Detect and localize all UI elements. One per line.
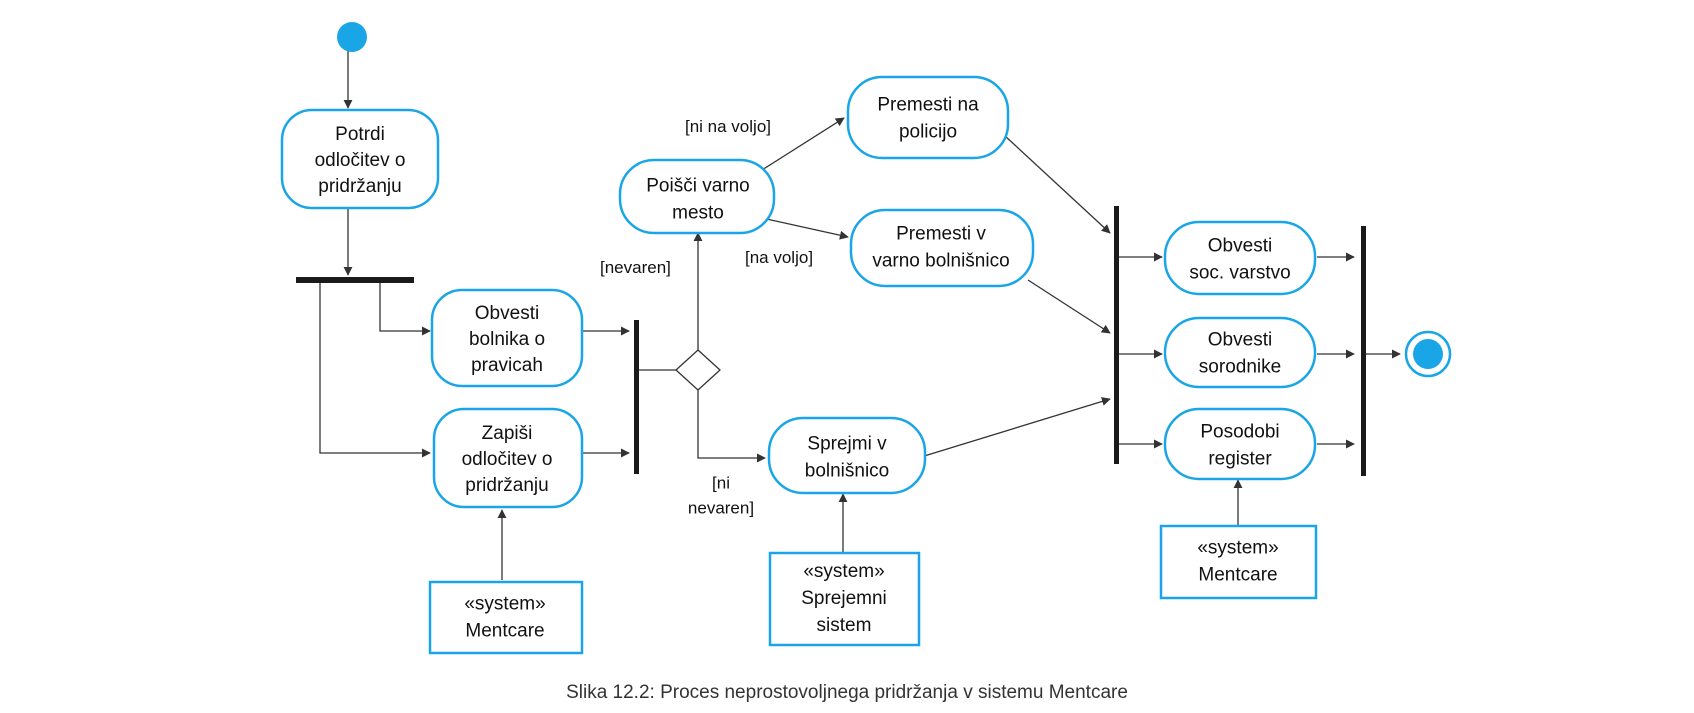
activity-poisci: Poišči varno mesto [618,158,776,235]
label-line: bolnika o [469,329,545,350]
activity-zapisi: Zapiši odločitev o pridržanju [432,407,584,509]
label-line: Mentcare [465,621,544,642]
label-line: Zapiši [482,423,533,444]
label-line: «system» [464,594,545,615]
edge-premesti-bolnisnico-to-join [1027,279,1111,334]
final-node [1404,330,1452,378]
label-line: «system» [1197,538,1278,559]
edge-poisci-to-premesti-policijo [761,117,845,171]
activity-sprejmi: Sprejmi v bolnišnico [767,416,927,495]
activity-posodobi: Posodobi register [1163,407,1317,481]
label-line: Sprejemni [801,588,887,609]
system-sprejemni: «system» Sprejemni sistem [768,551,921,647]
label-line: pravicah [471,355,543,376]
activity-obvesti-bolnika: Obvesti bolnika o pravicah [430,288,584,388]
edge-poisci-to-premesti-bolnisnico [761,217,849,240]
label-line: Potrdi [335,124,385,145]
join-fork-bar-2 [1114,206,1119,464]
label-line: soc. varstvo [1189,263,1290,284]
initial-node [337,22,367,52]
system-mentcare-1: «system» Mentcare [428,580,584,655]
edge-premesti-policijo-to-join [1003,134,1111,234]
activity-obvesti-soc: Obvesti soc. varstvo [1163,220,1317,296]
guard-nevaren: [nevaren] [600,258,671,277]
join-bar-3 [1361,226,1366,476]
label-line: «system» [803,561,884,582]
label-line: odločitev o [315,150,406,171]
join-bar-1 [634,320,639,474]
decision-node [675,349,721,391]
guard-ni-na-voljo: [ni na voljo] [685,117,771,136]
activity-potrdi: Potrdi odločitev o pridržanju [280,108,440,210]
label-line: [ni [712,474,730,493]
label-line: varno bolnišnico [872,251,1009,272]
label-line: pridržanju [465,475,548,496]
label-line: odločitev o [462,449,553,470]
activity-obvesti-sorodnike: Obvesti sorodnike [1163,316,1317,389]
label-line: Posodobi [1200,422,1279,443]
label-line: sistem [817,615,872,636]
label-line: Poišči varno [646,176,750,197]
label-line: Obvesti [475,303,539,324]
label-line: Sprejmi v [807,434,887,455]
label-line: Mentcare [1198,565,1277,586]
label-line: Premesti v [896,224,986,245]
fork-bar-1 [296,277,414,283]
guard-ni-nevaren: [ni nevaren] [688,474,754,518]
activity-premesti-bolnisnico: Premesti v varno bolnišnico [849,208,1035,288]
edge-fork-to-zapisi [319,279,431,458]
edges [319,50,1401,580]
edge-sprejmi-to-join [920,397,1111,458]
label-line: Obvesti [1208,236,1272,257]
guard-na-voljo: [na voljo] [745,248,813,267]
activity-premesti-policijo: Premesti na policijo [846,75,1010,160]
label-line: Premesti na [877,95,979,116]
label-line: nevaren] [688,499,754,518]
label-line: policijo [899,122,957,143]
label-line: pridržanju [318,176,401,197]
label-line: Obvesti [1208,330,1272,351]
edge-decision-to-sprejmi [697,390,766,463]
figure-caption: Slika 12.2: Proces neprostovoljnega prid… [566,682,1128,703]
label-line: bolnišnico [805,461,890,482]
system-mentcare-2: «system» Mentcare [1159,524,1318,600]
label-line: sorodnike [1199,357,1281,378]
edge-fork-to-obvesti-bolnika [379,279,431,336]
label-line: mesto [672,203,724,224]
label-line: register [1208,449,1272,470]
